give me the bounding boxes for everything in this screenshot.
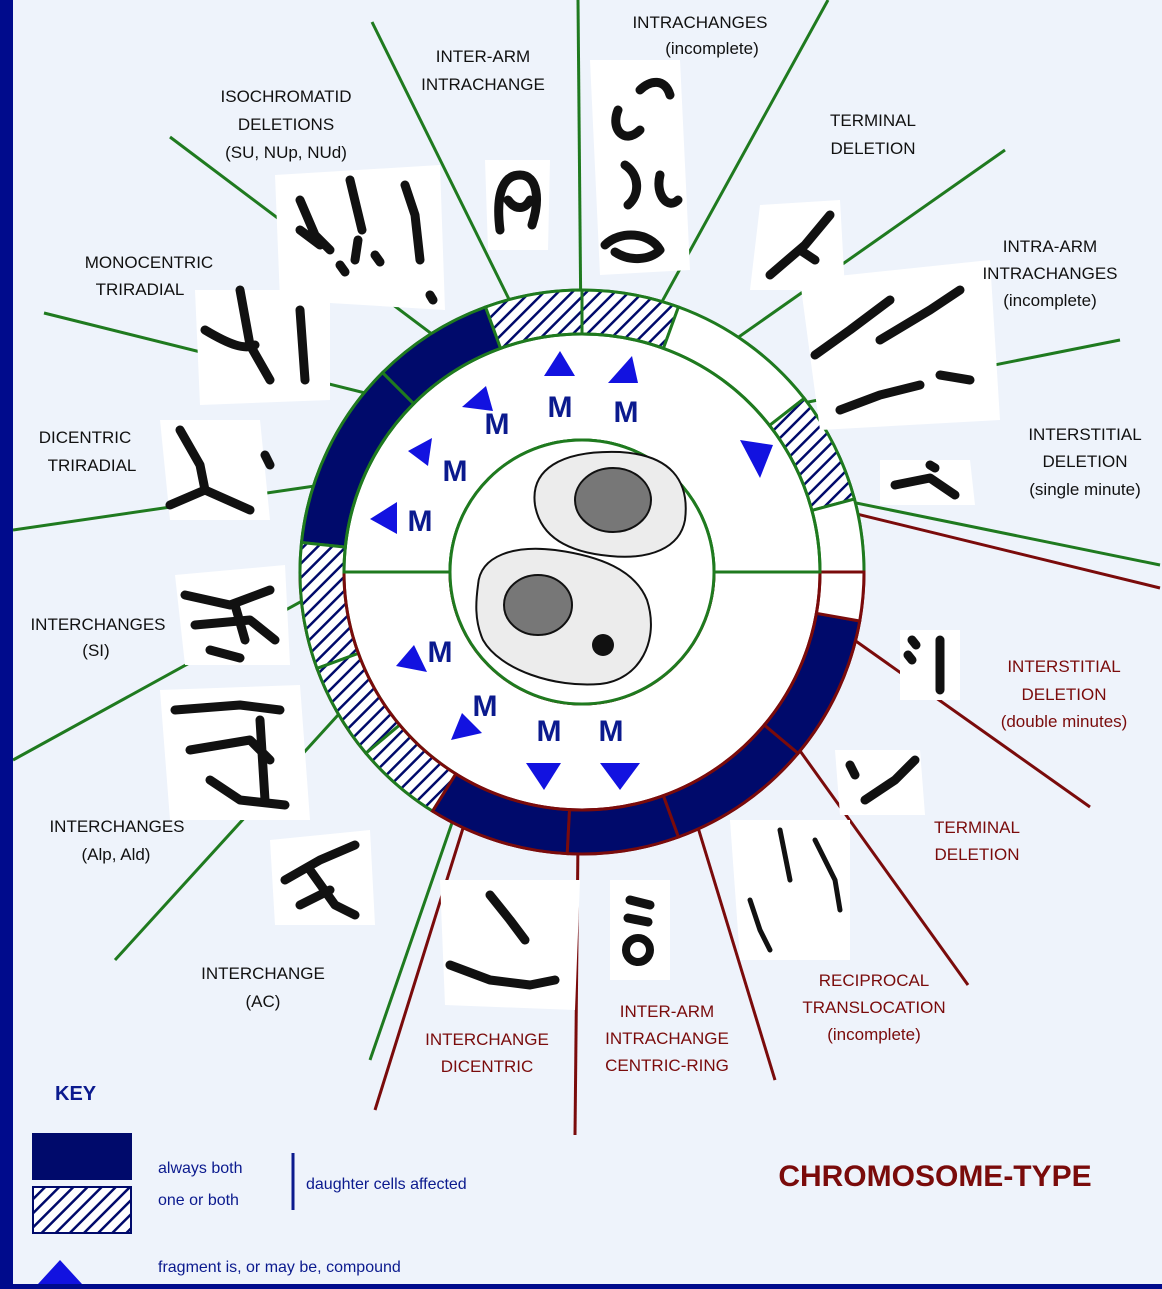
key-title: KEY: [55, 1083, 97, 1105]
mark-m-9: M: [599, 715, 624, 748]
label-terminal-red-1: TERMINAL: [934, 818, 1020, 837]
sketch-terminal-del-2: [835, 750, 925, 815]
mark-m-6: M: [428, 636, 453, 669]
sketch-monocentric: [195, 290, 330, 405]
label-interstitial-single-1: INTERSTITIAL: [1028, 425, 1141, 444]
sketch-intrachanges: [590, 60, 690, 275]
label-centric-ring-3: CENTRIC-RING: [605, 1056, 729, 1075]
sketch-reciprocal: [730, 820, 850, 960]
mark-m-4: M: [443, 455, 468, 488]
label-interstitial-single-2: DELETION: [1042, 452, 1127, 471]
label-interstitial-double-2: DELETION: [1021, 685, 1106, 704]
label-isochromatid-3: (SU, NUp, NUd): [225, 143, 347, 162]
sketch-interstitial-double: [900, 630, 960, 700]
key-always-both: always both: [158, 1160, 243, 1177]
label-reciprocal-1: RECIPROCAL: [819, 971, 930, 990]
key-fragment-note: fragment is, or may be, compound: [158, 1259, 401, 1276]
mark-m-1: M: [548, 391, 573, 424]
label-reciprocal-2: TRANSLOCATION: [802, 998, 945, 1017]
central-cells: [450, 440, 714, 704]
key-one-or-both: one or both: [158, 1192, 239, 1209]
label-interchanges-si-2: (SI): [82, 641, 109, 660]
label-intrachanges-2: (incomplete): [665, 39, 759, 58]
sketch-interchange-ac: [270, 830, 375, 925]
label-intra-arm-2: INTRACHANGES: [982, 264, 1117, 283]
label-interchanges-si-1: INTERCHANGES: [30, 615, 165, 634]
chromosome-type-title: CHROMOSOME-TYPE: [778, 1160, 1091, 1193]
mark-m-5: M: [408, 505, 433, 538]
label-inter-arm-1: INTER-ARM: [436, 47, 530, 66]
label-monocentric-1: MONOCENTRIC: [85, 253, 213, 272]
sketch-centric-ring: [610, 880, 670, 980]
label-dicentric-tri-2: TRIRADIAL: [48, 456, 137, 475]
label-interchanges-alp-1: INTERCHANGES: [49, 817, 184, 836]
label-centric-ring-2: INTRACHANGE: [605, 1029, 729, 1048]
label-dicentric-tri-1: DICENTRIC: [39, 428, 132, 447]
label-interchange-dicentric-1: INTERCHANGE: [425, 1030, 549, 1049]
mark-m-2: M: [614, 396, 639, 429]
mark-m-8: M: [537, 715, 562, 748]
label-centric-ring-1: INTER-ARM: [620, 1002, 714, 1021]
sketch-interstitial-single: [880, 460, 975, 505]
label-terminal-red-2: DELETION: [934, 845, 1019, 864]
sketch-intra-arm: [800, 260, 1000, 430]
sketch-inter-arm: [485, 160, 550, 250]
label-intrachanges-1: INTRACHANGES: [632, 13, 767, 32]
label-interchange-dicentric-2: DICENTRIC: [441, 1057, 534, 1076]
sketch-isochromatid: [275, 165, 445, 310]
label-interchange-ac-2: (AC): [246, 992, 281, 1011]
sketch-interchanges-alp: [160, 685, 310, 820]
sketch-interchange-dicentric: [440, 880, 580, 1010]
mark-m-7: M: [473, 690, 498, 723]
key-hatched-swatch: [33, 1187, 131, 1233]
band-white-red-start: [816, 572, 864, 621]
sketch-interchanges-si: [175, 565, 290, 665]
label-terminal-2: DELETION: [830, 139, 915, 158]
label-reciprocal-3: (incomplete): [827, 1025, 921, 1044]
sketch-terminal-del: [750, 200, 845, 290]
label-isochromatid-1: ISOCHROMATID: [221, 87, 352, 106]
label-intra-arm-3: (incomplete): [1003, 291, 1097, 310]
label-terminal-1: TERMINAL: [830, 111, 916, 130]
label-interstitial-double-3: (double minutes): [1001, 712, 1128, 731]
label-monocentric-2: TRIRADIAL: [96, 280, 185, 299]
label-interstitial-single-3: (single minute): [1029, 480, 1141, 499]
label-inter-arm-2: INTRACHANGE: [421, 75, 545, 94]
label-interchange-ac-1: INTERCHANGE: [201, 964, 325, 983]
mark-m-3: M: [485, 408, 510, 441]
label-isochromatid-2: DELETIONS: [238, 115, 334, 134]
label-interstitial-double-1: INTERSTITIAL: [1007, 657, 1120, 676]
sketch-dicentric-tri: [160, 420, 270, 520]
label-interchanges-alp-2: (Alp, Ald): [82, 845, 151, 864]
key-solid-swatch: [32, 1133, 132, 1180]
key-daughter-cells: daughter cells affected: [306, 1176, 467, 1193]
label-intra-arm-1: INTRA-ARM: [1003, 237, 1097, 256]
